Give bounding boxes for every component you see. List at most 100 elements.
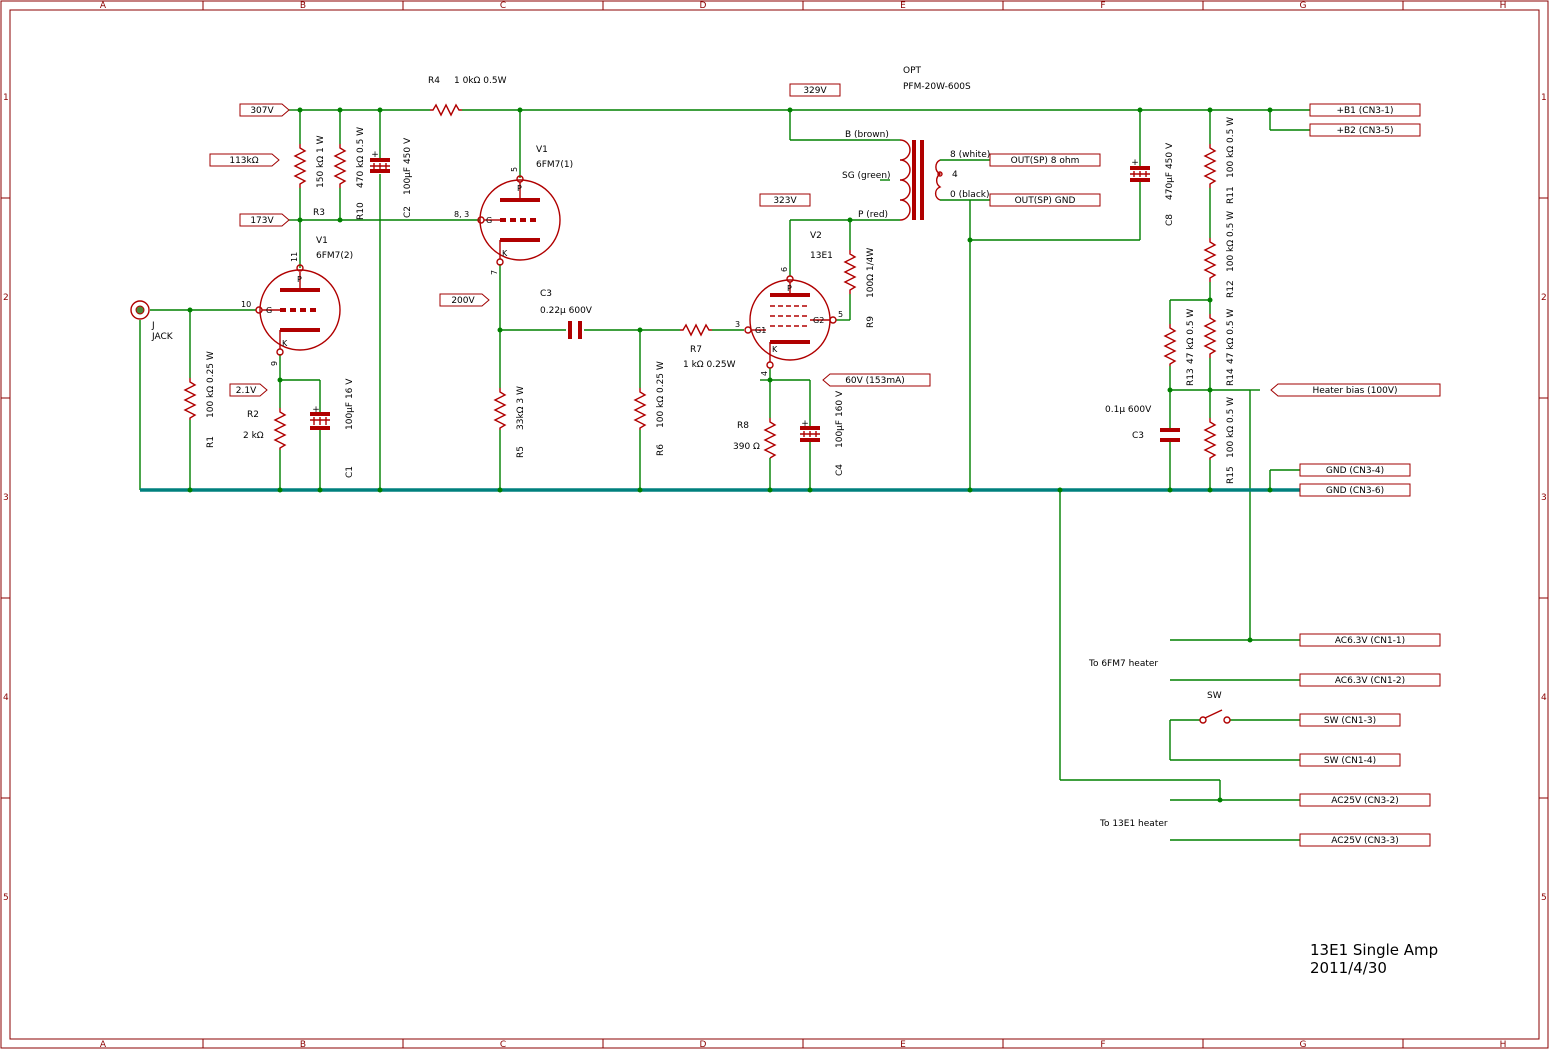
v1b-pin-8-3: 8, 3 — [454, 210, 469, 219]
jack-ref: J — [151, 321, 155, 331]
v1b-pin-k: K — [502, 249, 508, 258]
frame-col-d: D — [700, 1, 707, 11]
output-transformer — [899, 139, 943, 221]
resistor-r4 — [430, 103, 462, 117]
v2-pin-3: 3 — [735, 320, 740, 329]
frame-row-1: 1 — [3, 93, 9, 103]
frame-col-f: F — [1100, 1, 1105, 11]
frame-row-5-right: 5 — [1541, 893, 1547, 903]
opt-pin-b: B (brown) — [845, 130, 889, 140]
resistor-r2 — [273, 408, 287, 450]
frame-col-c: C — [500, 1, 506, 11]
r15-value: 100 kΩ 0.5 W — [1226, 397, 1236, 458]
net-label-shapes — [209, 83, 1441, 847]
capacitor-c2: + — [370, 150, 390, 173]
v1a-pin-11: 11 — [290, 252, 299, 262]
resistor-r14 — [1203, 314, 1217, 358]
net-label-sw-cn1-3: SW (CN1-3) — [1324, 716, 1376, 726]
opt-pin-p: P (red) — [858, 210, 888, 220]
c1-value: 100µF 16 V — [345, 378, 355, 430]
net-label-b1: +B1 (CN3-1) — [1336, 106, 1393, 116]
v2-value: 13E1 — [810, 251, 833, 261]
capacitor-c8: + — [1130, 158, 1150, 182]
frame-col-b: B — [300, 1, 306, 11]
r7-ref: R7 — [690, 345, 702, 355]
resistor-r15 — [1203, 418, 1217, 460]
tube-v1-6fm7-1: P G K 5 8, 3 7 — [454, 167, 561, 275]
tube-v2-13e1: P G1 G2 K 6 3 5 4 — [735, 267, 843, 376]
frame-col-h: H — [1500, 1, 1507, 11]
r11-ref: R11 — [1226, 186, 1236, 204]
opt-ref: OPT — [903, 66, 922, 76]
c3b-ref: C3 — [1132, 431, 1144, 441]
resistor-r12 — [1203, 238, 1217, 282]
r9-ref: R9 — [866, 316, 876, 328]
v2-pin-k: K — [772, 345, 778, 354]
frame-row-5: 5 — [3, 893, 9, 903]
net-label-ac63-cn1-2: AC6.3V (CN1-2) — [1335, 676, 1405, 686]
r5-value: 33kΩ 3 W — [516, 386, 526, 430]
c8-plus: + — [1131, 158, 1139, 168]
frame-row-2: 2 — [3, 293, 9, 303]
r1-ref: R1 — [206, 436, 216, 448]
r1-value: 100 kΩ 0.25 W — [206, 351, 216, 418]
frame-col-e-bottom: E — [900, 1040, 906, 1050]
r2-value: 2 kΩ — [243, 431, 264, 441]
net-label-gnd-cn3-4: GND (CN3-4) — [1326, 466, 1384, 476]
title: 13E1 Single Amp — [1310, 941, 1438, 959]
r4-value: 1 0kΩ 0.5W — [454, 76, 507, 86]
v1a-value: 6FM7(2) — [316, 251, 353, 261]
r3-value: 150 kΩ 1 W — [316, 135, 326, 188]
c1-ref: C1 — [345, 466, 355, 478]
resistor-r6 — [633, 388, 647, 430]
wires — [139, 109, 1310, 841]
c1-plus: + — [312, 405, 320, 415]
v1a-pin-9: 9 — [270, 361, 279, 366]
r12-value: 100 kΩ 0.5 W — [1226, 211, 1236, 272]
net-label-out-8ohm: OUT(SP) 8 ohm — [1011, 156, 1080, 166]
resistor-r1 — [183, 378, 197, 420]
tube-v1-6fm7-2: P G K 11 10 9 — [241, 252, 341, 366]
v1b-pin-7: 7 — [490, 270, 499, 275]
opt-value: PFM-20W-600S — [903, 82, 971, 92]
net-label-200v: 200V — [451, 296, 475, 306]
v2-pin-p: P — [787, 284, 792, 293]
net-label-113k: 113kΩ — [229, 156, 258, 166]
v2-pin-4: 4 — [760, 371, 769, 376]
frame-row-3-right: 3 — [1541, 493, 1547, 503]
c8-ref: C8 — [1165, 214, 1175, 226]
frame-col-g-bottom: G — [1300, 1040, 1307, 1050]
r10-value: 470 kΩ 0.5 W — [356, 127, 366, 188]
frame-col-d-bottom: D — [700, 1040, 707, 1050]
v2-pin-g2: G2 — [813, 316, 824, 325]
c8-value: 470µF 450 V — [1165, 142, 1175, 200]
v2-pin-g1: G1 — [755, 326, 766, 335]
net-label-ac63-cn1-1: AC6.3V (CN1-1) — [1335, 636, 1405, 646]
frame-col-a-bottom: A — [100, 1040, 107, 1050]
r15-ref: R15 — [1226, 466, 1236, 484]
sw-ref: SW — [1207, 691, 1222, 701]
net-label-heater-bias: Heater bias (100V) — [1312, 386, 1397, 396]
net-label-2v1: 2.1V — [236, 386, 257, 396]
frame-col-g: G — [1300, 1, 1307, 11]
net-label-60v: 60V (153mA) — [845, 376, 905, 386]
frame-col-a: A — [100, 1, 107, 11]
opt-pin-sg: SG (green) — [842, 171, 891, 181]
capacitor-c1: + — [310, 405, 330, 430]
note-13e1-heater: To 13E1 heater — [1099, 819, 1168, 829]
v1a-ref: V1 — [316, 236, 328, 246]
r6-ref: R6 — [656, 444, 666, 456]
c4-plus: + — [801, 419, 809, 429]
v2-pin-6: 6 — [780, 267, 789, 272]
input-jack — [130, 300, 150, 320]
frame-row-3: 3 — [3, 493, 9, 503]
frame-row-4: 4 — [3, 693, 9, 703]
v1a-pin-g: G — [266, 306, 272, 315]
c4-value: 100µF 160 V — [835, 390, 845, 448]
capacitor-c4: + — [800, 419, 820, 442]
v1a-pin-k: K — [282, 339, 288, 348]
opt-pin-4: 4 — [952, 170, 958, 180]
opt-pin-0: 0 (black) — [950, 190, 990, 200]
r9-value: 100Ω 1/4W — [866, 248, 876, 298]
